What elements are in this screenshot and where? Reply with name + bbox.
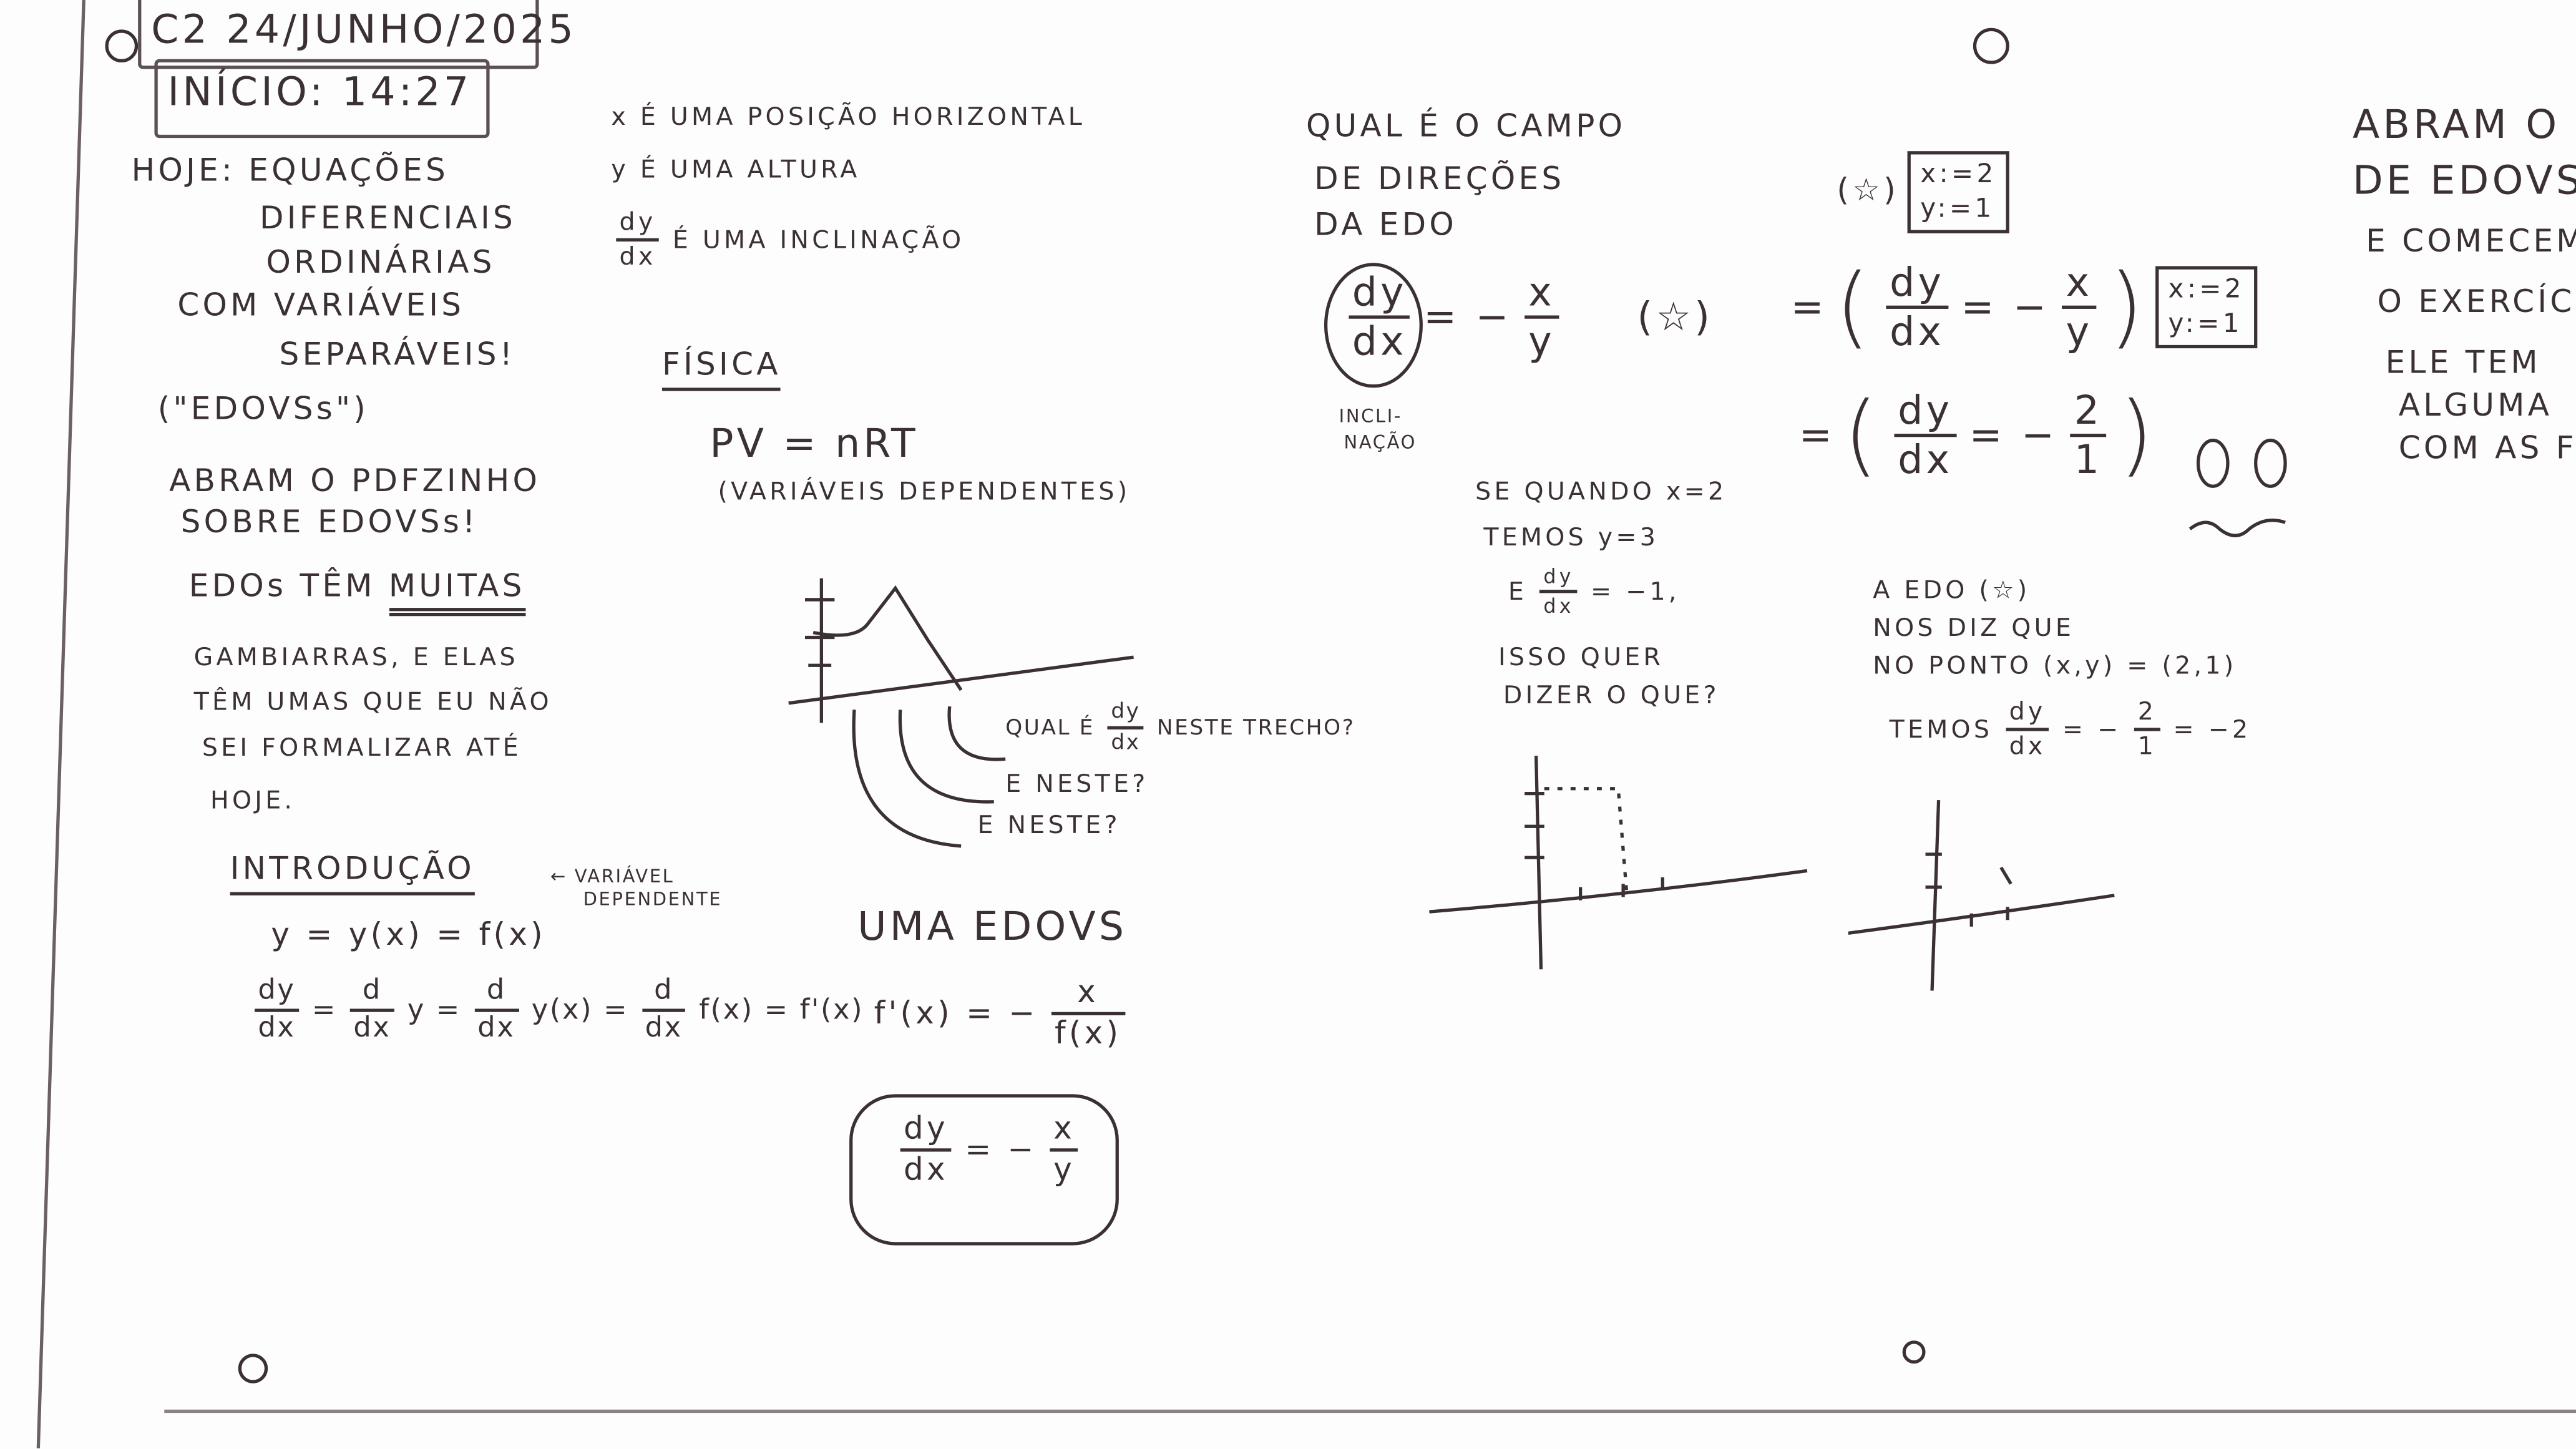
conclusion-line: NOS DIZ QUE [1873,612,2075,643]
right-note-line: DE EDOVSs [2353,157,2576,204]
example-line: TEMOS y=3 [1483,522,1659,552]
physics-equation: PV = nRT [710,420,919,467]
meaning-line: ISSO QUER [1498,642,1664,672]
question-line: DE DIREÇÕES [1314,161,1565,197]
right-note-line: E COMECEM [2366,223,2576,260]
question-what: QUAL É [1005,715,1095,741]
slope-label: INCLI- [1339,406,1403,427]
intro-title: INTRODUÇÃO [230,851,475,895]
edos-have: EDOs TÊM [188,568,376,605]
today-line: SEPARÁVEIS! [279,336,516,373]
example-line: SE QUANDO x=2 [1475,476,1727,506]
right-note-line: ALGUMA [2398,388,2553,424]
today-line: ORDINÁRIAS [266,245,495,281]
dependent-note: DEPENDENTE [583,889,723,910]
right-note-line: ELE TEM [2385,344,2541,381]
magnet-icon [238,1354,268,1383]
hacks-line: HOJE. [210,785,296,815]
open-pdf-line: ABRAM O PDFZINHO [169,463,541,500]
today-line: ("EDOVSs") [157,391,369,427]
hacks-line: SEI FORMALIZAR ATÉ [202,733,522,763]
physics-title: FÍSICA [661,346,781,391]
meaning-line: DIZER O QUE? [1503,680,1720,710]
face-doodle-icon [2188,438,2287,537]
hacks-line: GAMBIARRAS, E ELAS [193,642,519,672]
conclusion-line: A EDO (☆) [1873,575,2031,605]
fprime-lhs: f'(x) = − [874,995,1038,1032]
y-definition: y É UMA ALTURA [611,154,861,184]
dydx-definition: É UMA INCLINAÇÃO [672,224,965,254]
edovs-title: UMA EDOVS [857,903,1128,950]
axes-sketch [1429,755,1808,970]
star-label: (☆) [1637,294,1714,340]
x-definition: x É UMA POSIÇÃO HORIZONTAL [611,102,1086,132]
conclusion-line: NO PONTO (x,y) = (2,1) [1873,650,2237,680]
many-underlined: MUITAS [388,568,525,617]
magnet-icon [105,29,139,63]
open-pdf-line: SOBRE EDOVSs! [180,504,479,541]
today-line: HOJE: EQUAÇÕES [131,152,449,189]
boxed-edo [849,1094,1119,1246]
dependent-note: ← VARIÁVEL [550,866,675,887]
question-this: E NESTE? [977,809,1121,840]
question-line: QUAL É O CAMPO [1305,108,1626,145]
function-sketch [788,578,1134,848]
right-note-line: O EXERCÍCIO [2377,284,2576,321]
board-left-edge [36,0,85,1449]
star-ref: (☆) [1837,173,1900,210]
right-note-line: ABRAM O PD [2353,102,2576,148]
board-bottom-edge [164,1409,2576,1413]
intro-equation: y = y(x) = f(x) [271,917,546,953]
today-line: DIFERENCIAIS [259,200,516,237]
slope-label: NAÇÃO [1344,432,1417,454]
slope-circle [1324,263,1423,388]
today-line: COM VARIÁVEIS [177,287,465,324]
physics-note: (VARIÁVEIS DEPENDENTES) [718,476,1131,506]
start-time: INÍCIO: 14:27 [167,69,472,115]
question-line: DA EDO [1314,207,1458,243]
question-stretch: NESTE TRECHO? [1156,715,1355,741]
magnet-icon [1973,27,2009,64]
question-this: E NESTE? [1005,769,1149,799]
right-note-line: COM AS F [2398,430,2576,467]
magnet-icon [1902,1340,1926,1364]
hacks-line: TÊM UMAS QUE EU NÃO [193,686,552,716]
date-label: C2 24/JUNHO/2025 [151,6,577,53]
axes-sketch [1848,800,2115,991]
